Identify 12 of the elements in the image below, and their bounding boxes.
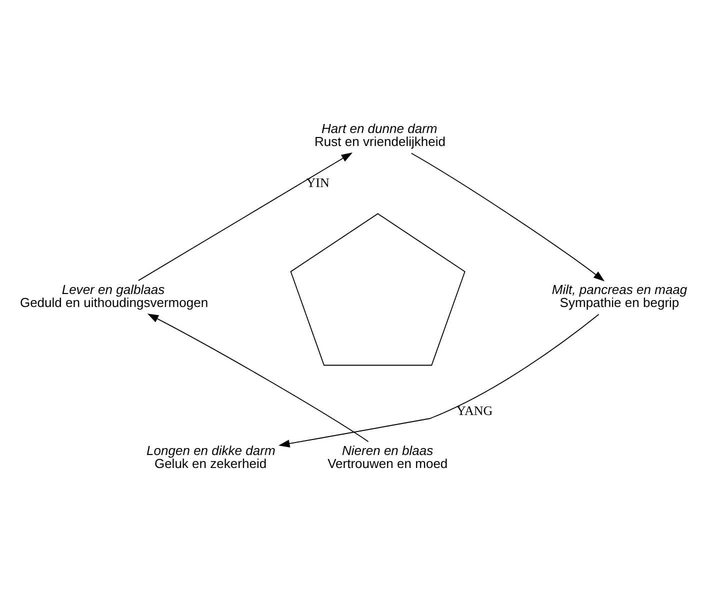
node-pentagon <box>290 212 466 366</box>
arrow <box>278 313 600 447</box>
node-text: Milt, pancreas en maag Sympathie en begrip <box>552 281 688 310</box>
node-text: Longen en dikke darm Geluk en zekerheid <box>146 442 276 471</box>
edge-label: YANG <box>456 402 493 418</box>
node-text: Hart en dunne darm Rust en vriendelijkheid <box>314 120 446 148</box>
arrow <box>147 313 369 442</box>
arrow <box>410 152 605 281</box>
arrow <box>138 152 353 281</box>
edge-label: YIN <box>306 174 330 190</box>
node-text: Lever en galblaas Geduld en uithoudingsvermogen <box>20 281 208 310</box>
node-text: Nieren en blaas Vertrouwen en moed <box>328 442 448 471</box>
